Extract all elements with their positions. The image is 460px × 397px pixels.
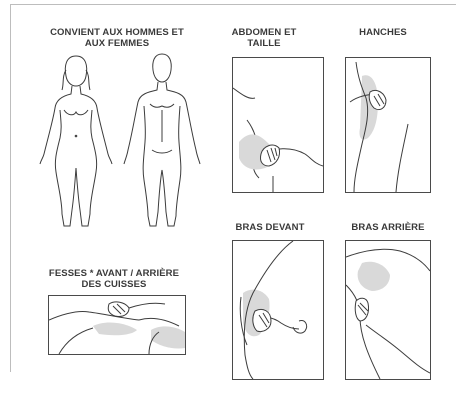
panel-abdomen-illustration [232, 57, 324, 193]
woman-figure [40, 56, 112, 226]
panel-front-arm-illustration [232, 240, 324, 380]
heading-hips: HANCHES [345, 27, 421, 38]
heading-unisex: CONVIENT AUX HOMMES ET AUX FEMMES [28, 27, 206, 49]
panel-back-arm-illustration [345, 240, 431, 380]
page-border-top [10, 4, 456, 5]
heading-buttocks: FESSES * AVANT / ARRIÈRE DES CUISSES [24, 268, 204, 290]
man-figure [124, 54, 200, 226]
page-border-left [10, 4, 11, 372]
heading-back-arm: BRAS ARRIÈRE [340, 222, 436, 233]
panel-buttocks-illustration [48, 295, 186, 355]
heading-abdomen: ABDOMEN ET TAILLE [224, 27, 304, 49]
body-figures-illustration [24, 50, 214, 230]
heading-front-arm: BRAS DEVANT [222, 222, 318, 233]
panel-hips-illustration [345, 57, 431, 193]
